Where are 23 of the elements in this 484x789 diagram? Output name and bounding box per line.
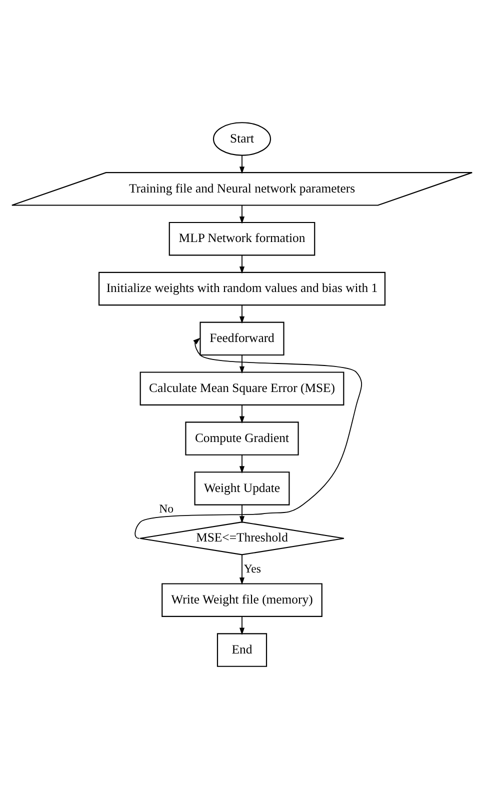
node-box: End	[216, 633, 268, 667]
edge-label: Yes	[244, 561, 262, 576]
node-ellipse: Start	[212, 122, 272, 156]
node-box: Write Weight file (memory)	[162, 583, 322, 617]
arrow	[239, 504, 245, 524]
arrow	[134, 338, 362, 539]
arrow	[239, 154, 245, 174]
node-box: Compute Gradient	[185, 422, 299, 456]
arrow	[239, 454, 245, 474]
edge-label: No	[159, 502, 174, 516]
arrow	[239, 204, 245, 224]
arrow	[239, 354, 245, 374]
arrow	[239, 254, 245, 274]
arrow	[239, 616, 245, 636]
node-box: Initialize weights with random values and bias with 1	[98, 272, 386, 306]
node-box: Feedforward	[200, 322, 284, 356]
node-box: Weight Update	[194, 472, 290, 506]
arrow	[239, 554, 245, 585]
node-diamond: MSE<=Threshold	[140, 521, 344, 556]
node-box: MLP Network formation	[168, 222, 316, 256]
node-box: Calculate Mean Square Error (MSE)	[140, 372, 344, 406]
arrow	[239, 304, 245, 324]
arrow	[239, 404, 245, 424]
